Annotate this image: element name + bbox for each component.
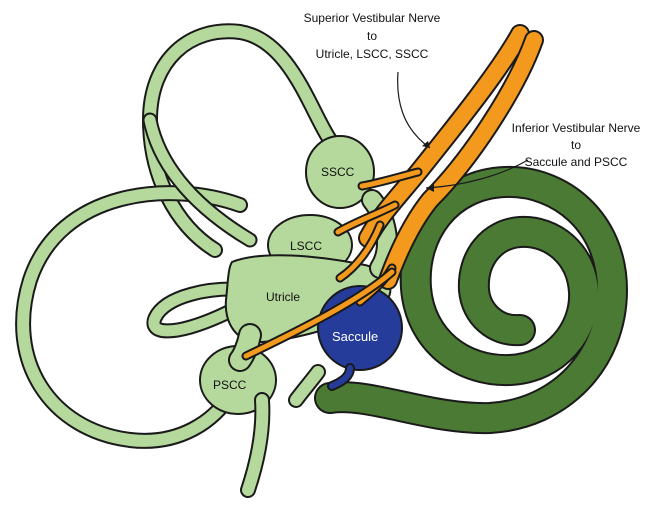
vestibular-labyrinth: [23, 31, 390, 490]
label-lscc: LSCC: [290, 239, 322, 253]
label-utricle: Utricle: [266, 290, 300, 304]
label-pscc: PSCC: [213, 378, 247, 392]
superior-callout-line1: Superior Vestibular Nerve: [304, 11, 441, 25]
inferior-callout-line1: Inferior Vestibular Nerve: [512, 121, 641, 135]
label-saccule: Saccule: [332, 329, 378, 344]
inferior-callout-line2: to: [571, 138, 581, 152]
superior-callout: Superior Vestibular Nerve to Utricle, LS…: [304, 11, 441, 61]
inferior-callout-line3: Saccule and PSCC: [525, 155, 628, 169]
superior-callout-line3: Utricle, LSCC, SSCC: [316, 47, 429, 61]
label-sscc: SSCC: [321, 165, 355, 179]
inferior-callout: Inferior Vestibular Nerve to Saccule and…: [512, 121, 641, 169]
superior-callout-line2: to: [367, 29, 377, 43]
superior-leader-line: [398, 72, 430, 148]
